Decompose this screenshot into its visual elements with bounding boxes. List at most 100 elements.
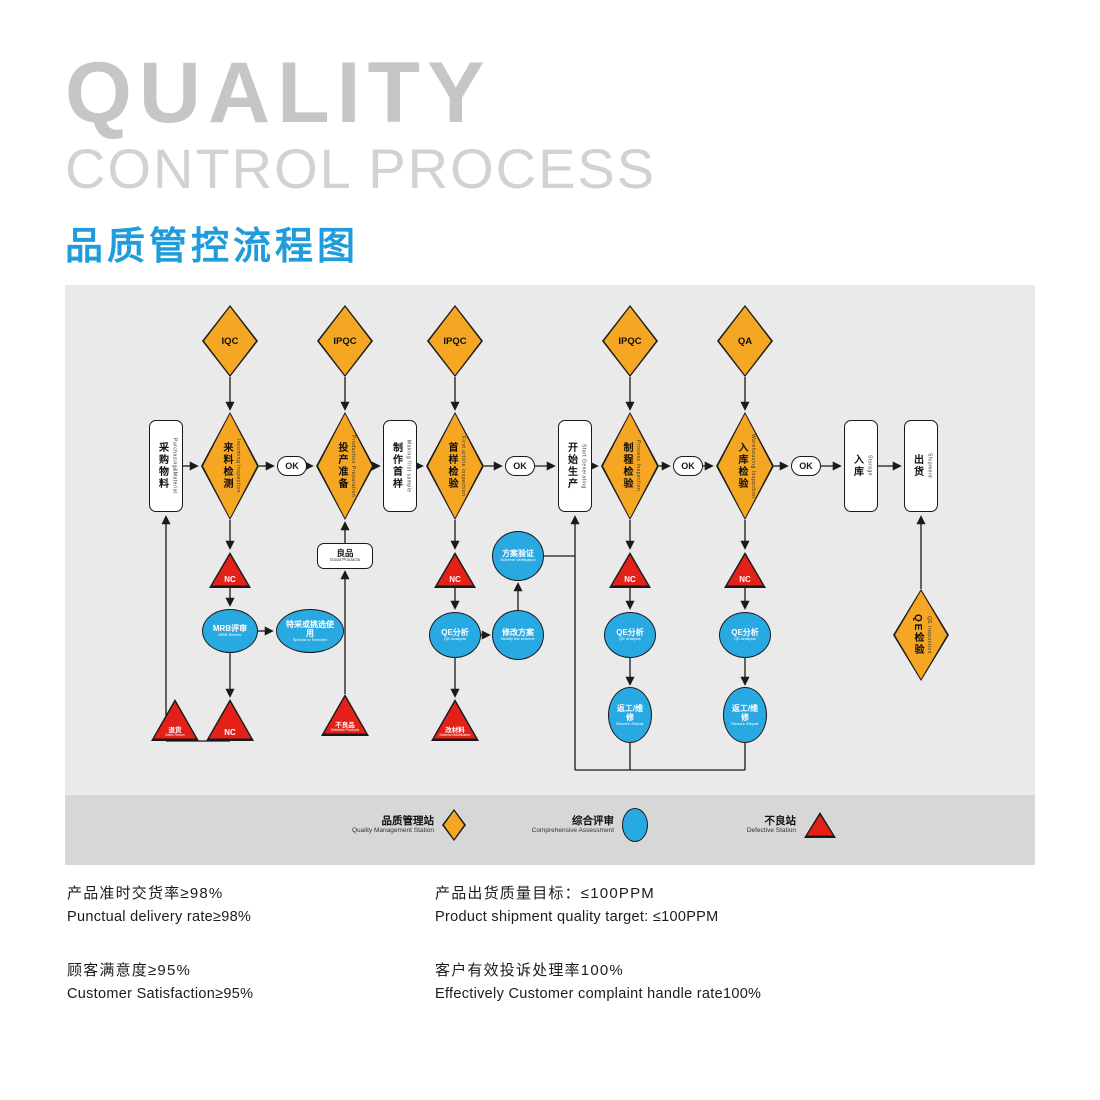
legend-label-cn: 综合评审: [572, 814, 614, 827]
legend-label-cn: 品质管理站: [381, 814, 435, 827]
node-label-en: Modify the scheme: [501, 636, 535, 642]
node-label-cn: 来料检测: [221, 442, 232, 490]
node-label-en: Shipment: [926, 453, 933, 479]
node-label-cn: 退货: [168, 727, 182, 735]
legend-item-comprehensive-assessment: 综合评审 Comprehensive Assessment: [510, 808, 648, 842]
page-title-en-2: CONTROL PROCESS: [65, 137, 657, 200]
node-label-cn: 改材料: [445, 727, 465, 735]
node-label-cn: 返工/维修: [731, 703, 759, 722]
flow-connectors: [161, 377, 926, 771]
node-label-en: Start Generating: [580, 443, 587, 489]
node-label-cn: MRB评审: [212, 624, 248, 634]
legend-diamond-icon: [442, 809, 466, 841]
stat-cn: 产品出货质量目标：≤100PPM: [435, 885, 655, 902]
nc-label: NC: [624, 575, 636, 585]
node-modify-scheme: 修改方案 Modify the scheme: [492, 610, 544, 660]
page-header: QUALITY CONTROL PROCESS 品质管控流程图: [65, 50, 656, 270]
node-label-en: Sales Return: [165, 733, 185, 738]
stat-en: Punctual delivery rate≥98%: [67, 909, 252, 925]
legend-label-en: Comprehensive Assessment: [531, 827, 614, 835]
node-label-en: Defective Products: [330, 728, 360, 733]
ok-badge-3: OK: [673, 456, 703, 476]
node-label-cn: 出货: [911, 454, 923, 478]
legend-item-quality-management-station: 品质管理站 Quality Management Station: [330, 809, 466, 841]
legend-label-cn: 不良站: [764, 814, 797, 827]
top-check-label: IQC: [221, 335, 239, 347]
node-label-cn: 良品: [336, 547, 354, 558]
node-label-cn: QE分析: [441, 628, 469, 638]
node-label-cn: QE分析: [731, 628, 759, 638]
node-label-en: QE Analysis: [619, 636, 641, 642]
stat-en: Customer Satisfaction≥95%: [67, 986, 254, 1002]
ok-badge-2: OK: [505, 456, 535, 476]
ok-badge-4: OK: [791, 456, 821, 476]
node-label-cn: QE分析: [616, 628, 644, 638]
node-qe-analysis-1: QE分析 QE Analysis: [429, 612, 481, 658]
node-label-cn: 入库检验: [736, 442, 747, 490]
node-purchasing-material: 采购物料 Purchasing&Material: [149, 420, 183, 512]
node-label-cn: 修改方案: [502, 628, 534, 638]
node-special-or-selected: 特采或挑选使用 Special or Selected: [276, 609, 344, 653]
node-label-en: Process Inspection: [635, 440, 641, 492]
node-label-en: MRB Review: [218, 632, 242, 638]
legend-ellipse-icon: [622, 808, 648, 842]
node-label-en: Scheme Verification: [500, 557, 536, 563]
nc-label: NC: [739, 575, 751, 585]
ok-badge-1: OK: [277, 456, 307, 476]
node-label-cn: 不良品: [335, 722, 355, 730]
stat-cn: 顾客满意度≥95%: [67, 962, 192, 979]
node-making-first-sample: 制作首样 Making first sample: [383, 420, 417, 512]
node-label-cn: 开始生产: [565, 442, 577, 490]
node-label-cn: 采购物料: [156, 442, 168, 490]
nc-label: NC: [224, 575, 236, 585]
node-label-cn: QE检验: [912, 613, 923, 657]
node-scheme-verification: 方案验证 Scheme Verification: [492, 531, 544, 581]
legend-label-en: Defective Station: [746, 827, 796, 835]
stat-en: Effectively Customer complaint handle ra…: [435, 986, 762, 1002]
node-label-en: First article inspection: [460, 435, 466, 497]
top-check-label: IPQC: [618, 335, 642, 347]
node-label-en: Production Preparation: [350, 434, 356, 498]
node-label-en: Making first sample: [405, 439, 412, 493]
node-label-en: QE Inspection: [926, 616, 932, 654]
node-label-en: Rework /Repair: [616, 720, 644, 726]
node-storage: 入库 Storage: [844, 420, 878, 512]
kpi-stats: 产品准时交货率≥98% Punctual delivery rate≥98% 产…: [67, 882, 1047, 1002]
node-good-products: 良品 Good Products: [317, 543, 373, 569]
node-label-en: Incoming Inspection: [235, 439, 241, 493]
stat-customer-satisfaction: 顾客满意度≥95% Customer Satisfaction≥95%: [67, 959, 435, 1002]
legend: 品质管理站 Quality Management Station 综合评审 Co…: [65, 795, 1035, 865]
top-check-label: IPQC: [443, 335, 467, 347]
legend-triangle-icon: [804, 812, 836, 838]
node-label-cn: 返工/维修: [616, 703, 644, 722]
node-label-cn: 制程检验: [621, 442, 632, 490]
legend-label-en: Quality Management Station: [351, 827, 434, 835]
node-label-en: Rework /Repair: [731, 720, 759, 726]
node-label-cn: 特采或挑选使用: [286, 619, 334, 638]
node-start-production: 开始生产 Start Generating: [558, 420, 592, 512]
node-label-cn: 投产准备: [336, 442, 347, 490]
node-label-en: Warehousing Inspection: [750, 433, 756, 499]
stat-en: Product shipment quality target: ≤100PPM: [435, 909, 719, 925]
node-qe-analysis-2: QE分析 QE Analysis: [604, 612, 656, 658]
node-label-en: Good Products: [329, 557, 361, 563]
node-rework-repair-1: 返工/维修 Rework /Repair: [608, 687, 652, 743]
nc-label: NC: [224, 728, 236, 738]
node-shipment: 出货 Shipment: [904, 420, 938, 512]
node-label-en: Purchasing&Material: [171, 438, 178, 494]
stat-cn: 产品准时交货率≥98%: [67, 885, 224, 902]
node-label-en: QE Analysis: [444, 636, 466, 642]
page-title-en-1: QUALITY: [65, 45, 492, 141]
top-check-label: QA: [737, 335, 753, 347]
node-label-en: Material Modification: [439, 733, 471, 738]
node-label-cn: 制作首样: [390, 442, 402, 490]
node-qe-analysis-3: QE分析 QE Analysis: [719, 612, 771, 658]
stat-shipment-quality: 产品出货质量目标：≤100PPM Product shipment qualit…: [435, 882, 1047, 925]
stat-cn: 客户有效投诉处理率100%: [435, 962, 624, 979]
node-label-cn: 方案验证: [502, 549, 534, 559]
legend-item-defective-station: 不良站 Defective Station: [692, 812, 836, 838]
node-label-cn: 入库: [851, 454, 863, 478]
node-rework-repair-2: 返工/维修 Rework /Repair: [723, 687, 767, 743]
page-title-cn: 品质管控流程图: [65, 225, 360, 268]
node-label-en: QE Analysis: [734, 636, 756, 642]
